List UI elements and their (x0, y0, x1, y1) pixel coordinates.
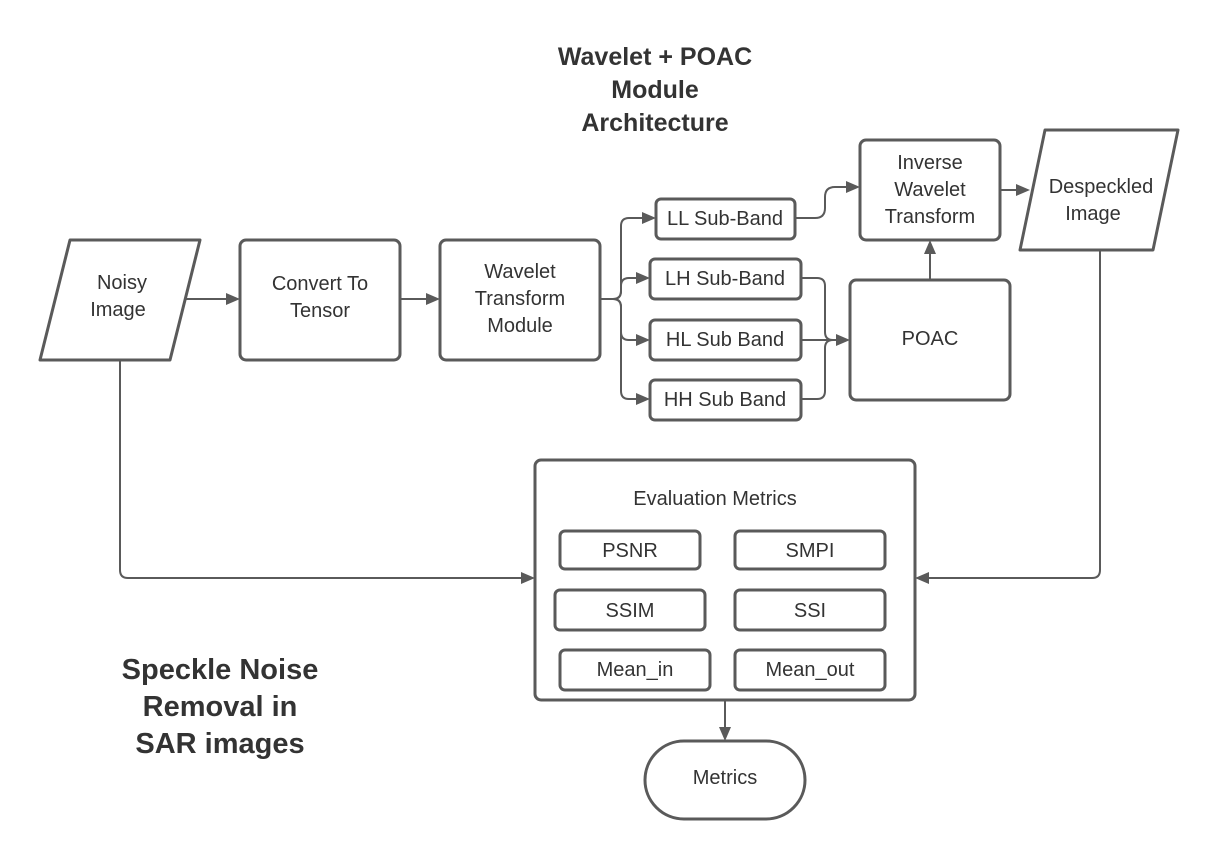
inverse-wavelet-transform-shape (858, 138, 1002, 242)
metric-ssi-label: SSI (794, 600, 826, 622)
wavelet-transform-module-shape (438, 238, 602, 362)
ll-sub-band-shape (654, 197, 797, 241)
lh-sub-band-shape (648, 257, 803, 301)
metrics-terminal-label: Metrics (693, 767, 757, 789)
node-hh-sub-band: HH Sub Band (648, 378, 803, 422)
evaluation-metrics-title: Evaluation Metrics (633, 488, 796, 510)
poac-label: POAC (902, 328, 959, 350)
node-evaluation-metrics: Evaluation Metrics PSNR SMPI SSIM SSI Me… (533, 458, 917, 702)
ll-sub-band-label: LL Sub-Band (667, 208, 783, 230)
edge-noisy-to-evaluation (119, 360, 535, 584)
module-title-line-2: Module (611, 76, 699, 104)
node-poac: POAC (848, 278, 1012, 402)
node-noisy-image: Noisy Image (38, 238, 202, 362)
node-lh-sub-band: LH Sub-Band (648, 257, 803, 301)
metric-mean-out-label: Mean_out (766, 659, 855, 681)
inverse-wavelet-transform-label-line-1: Inverse (897, 152, 963, 174)
edge-tensor-to-wavelet (400, 293, 440, 305)
metric-mean-in-shape (558, 648, 712, 692)
metric-psnr-shape (558, 529, 702, 571)
edges (119, 181, 1101, 741)
despeckled-image-label-line-1: Despeckled (1049, 176, 1154, 198)
lh-sub-band-label: LH Sub-Band (665, 268, 785, 290)
metric-mean-out-shape (733, 648, 887, 692)
side-title-line-3: SAR images (135, 728, 304, 760)
metric-ssi-shape (733, 588, 887, 632)
node-inverse-wavelet-transform: Inverse Wavelet Transform (858, 138, 1002, 242)
hh-sub-band-shape (648, 378, 803, 422)
edge-poac-to-inverse (924, 240, 936, 280)
edge-hh-to-poac (801, 339, 836, 400)
metric-mean-out: Mean_out (733, 648, 887, 692)
edge-ll-to-inverse (795, 181, 860, 219)
despeckled-image-shape (1018, 128, 1180, 252)
node-ll-sub-band: LL Sub-Band (654, 197, 797, 241)
module-title-line-3: Architecture (581, 109, 728, 137)
edge-despeckled-to-evaluation (915, 250, 1101, 584)
hl-sub-band-label: HL Sub Band (666, 329, 784, 351)
node-wavelet-transform-module: Wavelet Transform Module (438, 238, 602, 362)
convert-to-tensor-label-line-2: Tensor (290, 300, 350, 322)
node-metrics-terminal: Metrics (643, 739, 807, 821)
node-hl-sub-band: HL Sub Band (648, 318, 803, 362)
metric-psnr-label: PSNR (602, 540, 658, 562)
edge-lh-to-poac (801, 277, 836, 341)
wavelet-transform-module-label-line-1: Wavelet (484, 261, 556, 283)
hh-sub-band-label: HH Sub Band (664, 389, 786, 411)
convert-to-tensor-label-line-1: Convert To (272, 273, 368, 295)
edge-noisy-to-tensor (185, 293, 240, 305)
hl-sub-band-shape (648, 318, 803, 362)
noisy-image-label-line-1: Noisy (97, 272, 147, 294)
edge-evaluation-to-metrics (719, 700, 731, 741)
metric-ssim-label: SSIM (606, 600, 655, 622)
inverse-wavelet-transform-label-line-2: Wavelet (894, 179, 966, 201)
metric-mean-in-label: Mean_in (597, 659, 674, 681)
wavelet-transform-module-label-line-2: Transform (475, 288, 565, 310)
metric-ssi: SSI (733, 588, 887, 632)
inverse-wavelet-transform-label-line-3: Transform (885, 206, 975, 228)
module-title: Wavelet + POAC Module Architecture (558, 43, 752, 137)
metric-smpi-shape (733, 529, 887, 571)
node-convert-to-tensor: Convert To Tensor (238, 238, 402, 362)
convert-to-tensor-shape (238, 238, 402, 362)
edge-wavelet-to-ll (600, 212, 656, 300)
poac-shape (848, 278, 1012, 402)
metric-smpi-label: SMPI (786, 540, 835, 562)
metrics-terminal-shape (643, 739, 807, 821)
noisy-image-shape (38, 238, 202, 362)
despeckled-image-label-line-2: Image (1065, 203, 1121, 225)
node-despeckled-image: Despeckled Image (1018, 128, 1180, 252)
edge-wavelet-to-lh (600, 272, 650, 300)
side-title-line-1: Speckle Noise (122, 654, 319, 686)
side-title: Speckle Noise Removal in SAR images (122, 654, 319, 760)
module-title-line-1: Wavelet + POAC (558, 43, 752, 71)
wavelet-transform-module-label-line-3: Module (487, 315, 553, 337)
metric-mean-in: Mean_in (558, 648, 712, 692)
metric-ssim-shape (553, 588, 707, 632)
metric-smpi: SMPI (733, 529, 887, 571)
noisy-image-label-line-2: Image (90, 299, 146, 321)
edge-wavelet-to-hl (600, 298, 650, 346)
edge-inverse-to-despeckled (1000, 184, 1030, 196)
edge-wavelet-to-hh (600, 298, 650, 405)
metric-psnr: PSNR (558, 529, 702, 571)
evaluation-metrics-shape (533, 458, 917, 702)
metric-ssim: SSIM (553, 588, 707, 632)
side-title-line-2: Removal in (143, 691, 298, 723)
